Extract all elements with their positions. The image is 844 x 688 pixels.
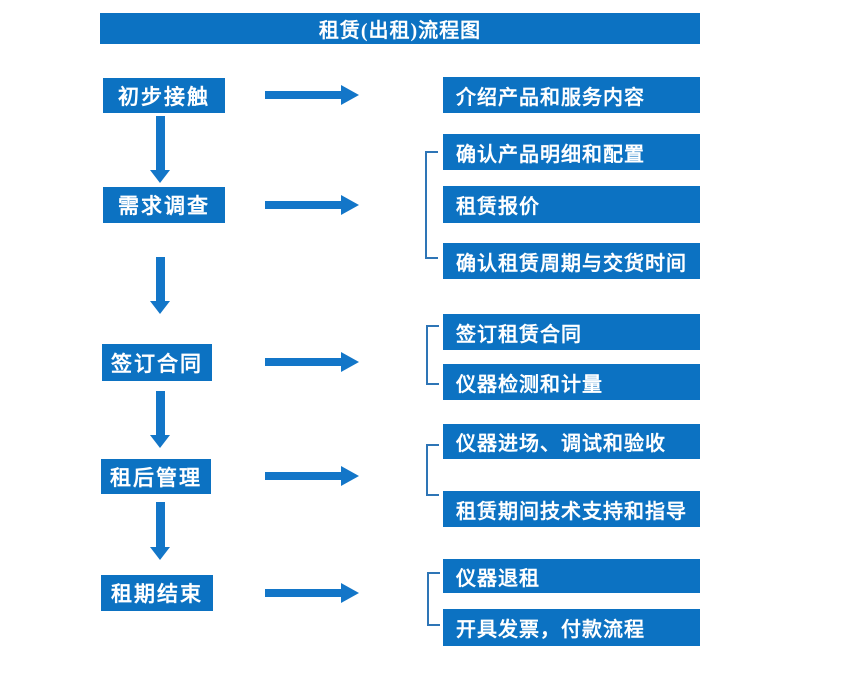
group-bracket (427, 572, 440, 626)
step-box-initial-contact: 初步接触 (103, 78, 225, 113)
output-box-introduce-products: 介绍产品和服务内容 (443, 77, 700, 113)
output-box-rental-quote: 租赁报价 (443, 186, 700, 223)
step-box-demand-survey: 需求调查 (103, 187, 225, 223)
arrow-right-head-icon (341, 466, 359, 486)
group-bracket (425, 151, 438, 259)
arrow-down-icon (156, 502, 165, 547)
output-box-confirm-product-details: 确认产品明细和配置 (443, 134, 700, 170)
arrow-down-icon (156, 257, 165, 301)
step-box-post-rental-management: 租后管理 (101, 459, 211, 494)
arrow-down-head-icon (150, 170, 170, 183)
arrow-right-icon (265, 358, 341, 366)
arrow-down-head-icon (150, 435, 170, 448)
arrow-down-head-icon (150, 547, 170, 560)
output-box-confirm-rental-period: 确认租赁周期与交货时间 (443, 243, 700, 279)
flowchart-title: 租赁(出租)流程图 (100, 13, 700, 44)
output-box-sign-rental-contract: 签订租赁合同 (443, 314, 700, 350)
output-box-invoice-payment: 开具发票，付款流程 (443, 609, 700, 646)
output-box-instrument-return: 仪器退租 (443, 559, 700, 593)
arrow-down-icon (156, 391, 165, 435)
arrow-right-head-icon (341, 85, 359, 105)
arrow-down-icon (156, 116, 165, 170)
arrow-right-icon (265, 201, 341, 209)
arrow-right-icon (265, 589, 341, 597)
output-box-instrument-setup: 仪器进场、调试和验收 (443, 424, 700, 459)
output-box-instrument-testing: 仪器检测和计量 (443, 364, 700, 400)
step-box-rental-end: 租期结束 (101, 575, 213, 611)
arrow-right-head-icon (341, 352, 359, 372)
arrow-right-icon (265, 91, 341, 99)
arrow-right-head-icon (341, 583, 359, 603)
arrow-right-icon (265, 472, 341, 480)
arrow-right-head-icon (341, 195, 359, 215)
group-bracket (426, 325, 439, 385)
output-box-tech-support: 租赁期间技术支持和指导 (443, 491, 700, 527)
arrow-down-head-icon (150, 301, 170, 314)
group-bracket (426, 444, 439, 496)
step-box-sign-contract: 签订合同 (102, 344, 212, 381)
